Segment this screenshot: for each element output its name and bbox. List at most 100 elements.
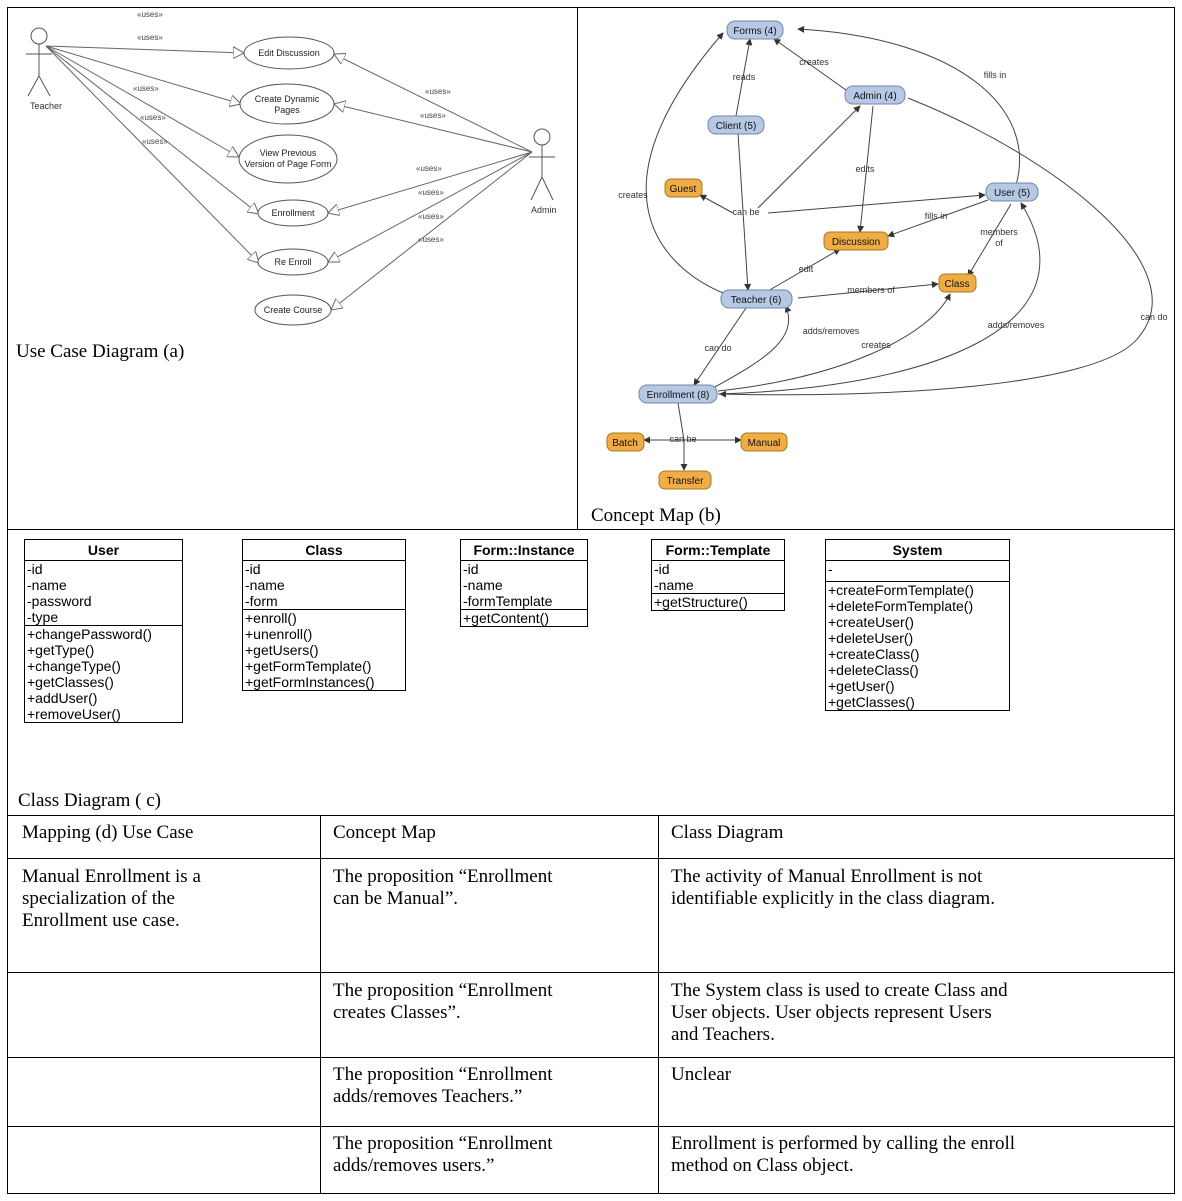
class-attribute: -id [245, 561, 261, 577]
class-attribute: -id [463, 561, 479, 577]
table-row-3-class-diagram: Unclear [659, 1064, 1174, 1086]
concept-map-caption: Concept Map (b) [591, 505, 721, 526]
class-attribute: - [828, 561, 833, 577]
cell-line: Enrollment is performed by calling the e… [671, 1133, 1016, 1154]
table-row-1-concept-map: The proposition “Enrollment can be Manua… [321, 866, 658, 910]
table-row-2-concept-map: The proposition “Enrollment creates Clas… [321, 980, 658, 1024]
class-method: +getUsers() [245, 642, 319, 658]
node-teacher [720, 289, 793, 309]
class-method: +deleteUser() [828, 630, 914, 646]
divider-table-header [7, 858, 1175, 859]
header-text: Class Diagram [671, 822, 784, 843]
link-user-fills-discussion [887, 199, 989, 238]
node-batch [606, 432, 645, 452]
cell-line: User objects. User objects represent Use… [671, 1002, 992, 1023]
link-client-teacher [737, 132, 752, 291]
cell-line: creates Classes”. [333, 1002, 461, 1023]
class-attributes: - [826, 561, 1009, 582]
class-method: +changeType() [27, 658, 121, 674]
assoc-admin-course [331, 151, 533, 310]
class-method: +changePassword() [27, 626, 152, 642]
link-canbe-admin [757, 105, 861, 209]
assoc-admin-create [334, 104, 533, 153]
class-box-system: System - +createFormTemplate() +deleteFo… [825, 539, 1010, 711]
class-methods: +createFormTemplate() +deleteFormTemplat… [826, 582, 1009, 710]
cell-line: and Teachers. [671, 1024, 775, 1045]
node-user [985, 182, 1039, 202]
cell-line: The proposition “Enrollment [333, 866, 553, 887]
node-transfer [658, 470, 712, 490]
link-user-fills-forms [797, 25, 1021, 186]
divider-table-col2 [658, 815, 659, 1193]
node-discussion [823, 231, 889, 251]
class-attributes: -id -name -formTemplate [461, 561, 587, 610]
class-attribute: -name [245, 577, 285, 593]
node-client [707, 115, 765, 135]
uses-label: «uses» [418, 212, 444, 221]
link-label: members [980, 227, 1018, 237]
link-teacher-class [797, 281, 939, 299]
class-attribute: -name [27, 577, 67, 593]
class-attributes: -id -name -form [243, 561, 405, 610]
class-attribute: -type [27, 609, 59, 625]
cell-line: adds/removes users.” [333, 1155, 495, 1176]
class-attribute: -id [27, 561, 43, 577]
use-case-diagram: Teacher Admin «uses» «uses» [26, 10, 557, 326]
cell-line: Enrollment use case. [22, 910, 180, 931]
admin-actor-label: Admin [531, 205, 557, 215]
node-label: Client (5) [716, 121, 757, 132]
class-method: +removeUser() [27, 706, 121, 722]
class-attribute: -name [654, 577, 694, 593]
cell-line: method on Class object. [671, 1155, 854, 1176]
class-method: +getClasses() [828, 694, 915, 710]
link-label: creates [618, 190, 648, 200]
class-name: Form::Instance [461, 540, 587, 561]
link-canbe-guest [699, 194, 734, 214]
border-top [7, 7, 1175, 8]
class-method: +createUser() [828, 614, 914, 630]
uses-label: «uses» [142, 137, 168, 146]
table-header-use-case: Mapping (d) Use Case [10, 822, 320, 844]
link-label: adds/removes [988, 320, 1045, 330]
link-admin-cando [719, 97, 1153, 398]
header-text: Mapping (d) Use Case [22, 822, 194, 843]
use-case-label: View Previous [260, 148, 317, 158]
cell-line: The proposition “Enrollment [333, 1064, 553, 1085]
link-label: edits [855, 164, 875, 174]
concept-map: reads creates fills in creates edits can… [606, 20, 1168, 490]
use-case-label: Create Dynamic [255, 94, 320, 104]
link-label: edit [799, 264, 814, 274]
uses-label: «uses» [137, 33, 163, 42]
cell-line: The proposition “Enrollment [333, 980, 553, 1001]
assoc-teacher-edit [45, 45, 244, 53]
border-left [7, 7, 8, 1194]
class-name: Form::Template [652, 540, 784, 561]
class-name: User [25, 540, 182, 561]
class-method: +getClasses() [27, 674, 114, 690]
use-case-edit-discussion [243, 36, 335, 70]
divider-table-row3 [7, 1126, 1175, 1127]
link-reads [735, 38, 753, 117]
node-manual [740, 432, 788, 452]
uses-label: «uses» [425, 87, 451, 96]
uses-label: «uses» [140, 113, 166, 122]
use-case-caption: Use Case Diagram (a) [16, 341, 185, 362]
class-name: System [826, 540, 1009, 561]
link-label: creates [861, 340, 891, 350]
node-admin [844, 85, 906, 105]
assoc-admin-edit [334, 54, 533, 153]
class-attributes: -id -name -password -type [25, 561, 182, 626]
divider-row-2 [7, 815, 1175, 816]
class-attribute: -formTemplate [463, 593, 553, 609]
class-box-form-template: Form::Template -id -name +getStructure() [651, 539, 785, 611]
node-label: Class [944, 279, 969, 290]
table-row-3-concept-map: The proposition “Enrollment adds/removes… [321, 1064, 658, 1108]
node-class [938, 273, 977, 293]
class-attribute: -id [654, 561, 670, 577]
use-case-view-previous [238, 134, 338, 184]
use-case-enrollment [257, 199, 329, 227]
admin-actor [529, 128, 555, 201]
class-method: +deleteFormTemplate() [828, 598, 974, 614]
class-method: +addUser() [27, 690, 98, 706]
